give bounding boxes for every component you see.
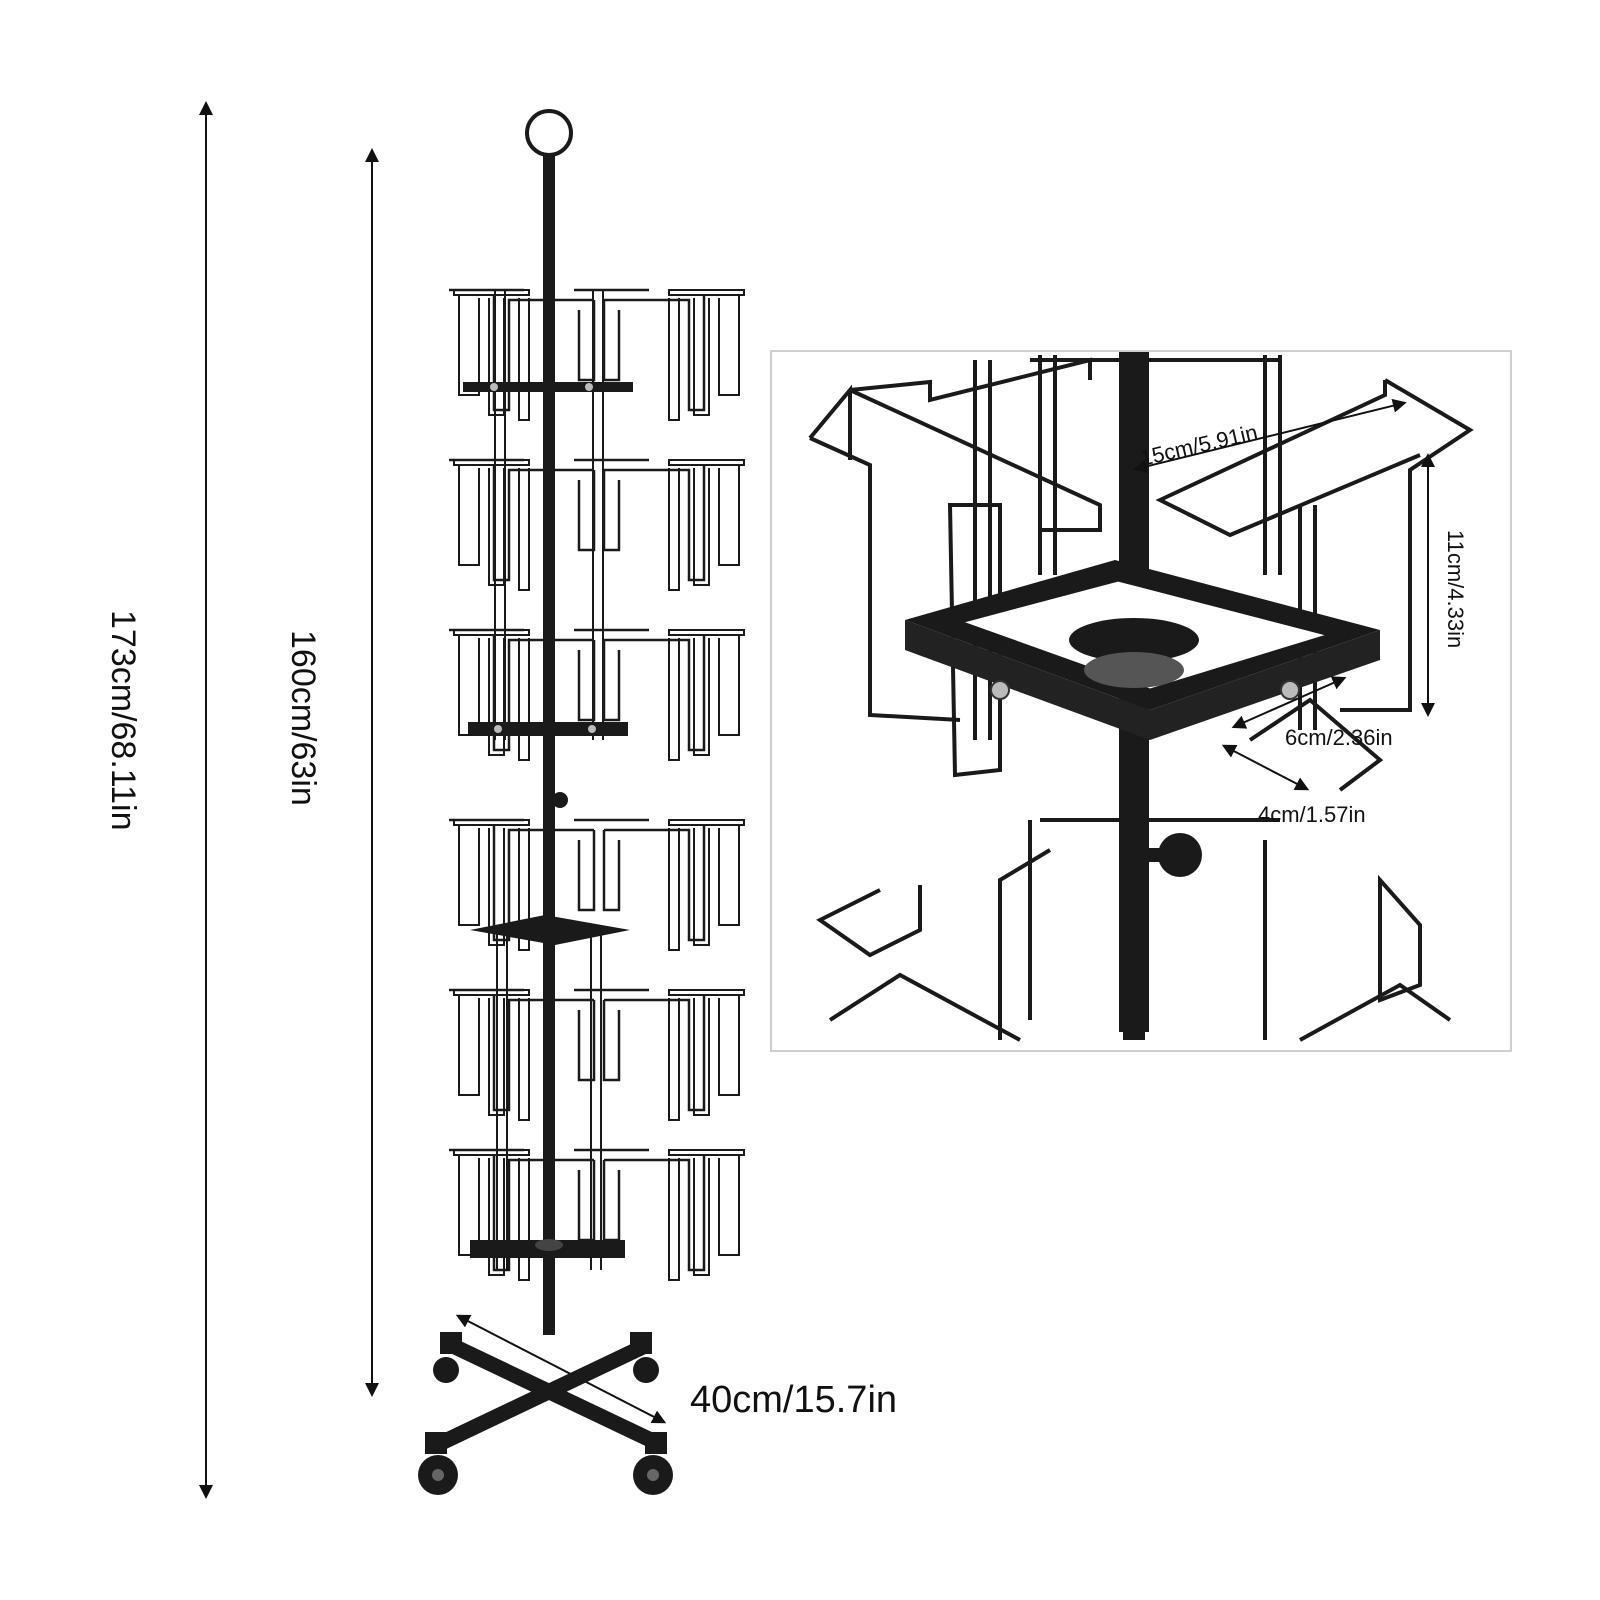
upper-bracket-top — [463, 382, 633, 392]
detail-inset: 15cm/5.91in 11cm/4.33in 6cm/2.36in 4cm/1… — [770, 350, 1512, 1052]
spinner-rack — [418, 109, 744, 1495]
upper-tier-2 — [449, 460, 744, 590]
upper-tier-3 — [449, 630, 744, 760]
base-width-arrow — [455, 1314, 667, 1424]
lower-tier-3 — [449, 1150, 744, 1280]
total-height-label: 173cm/68.11in — [104, 610, 142, 831]
lower-bracket-top — [470, 915, 630, 945]
base-width-label: 40cm/15.7in — [690, 1379, 897, 1421]
hanging-ring — [525, 109, 573, 157]
upper-tier-1 — [449, 290, 744, 420]
lower-tier-2 — [449, 990, 744, 1120]
caster-wheel — [433, 1357, 459, 1383]
inset-knob — [1158, 833, 1202, 877]
pole-height-label: 160cm/63in — [284, 630, 322, 806]
height-adjust-knob — [552, 792, 568, 808]
center-pole — [543, 155, 555, 1335]
pocket-depth-label: 6cm/2.36in — [1285, 725, 1393, 750]
inset-bearing — [1069, 618, 1199, 662]
caster-wheel — [633, 1357, 659, 1383]
bracket-width-label: 4cm/1.57in — [1258, 802, 1366, 827]
pocket-height-label: 11cm/4.33in — [1443, 530, 1468, 648]
rolling-base — [418, 1332, 673, 1495]
upper-bracket-bottom — [468, 722, 628, 736]
